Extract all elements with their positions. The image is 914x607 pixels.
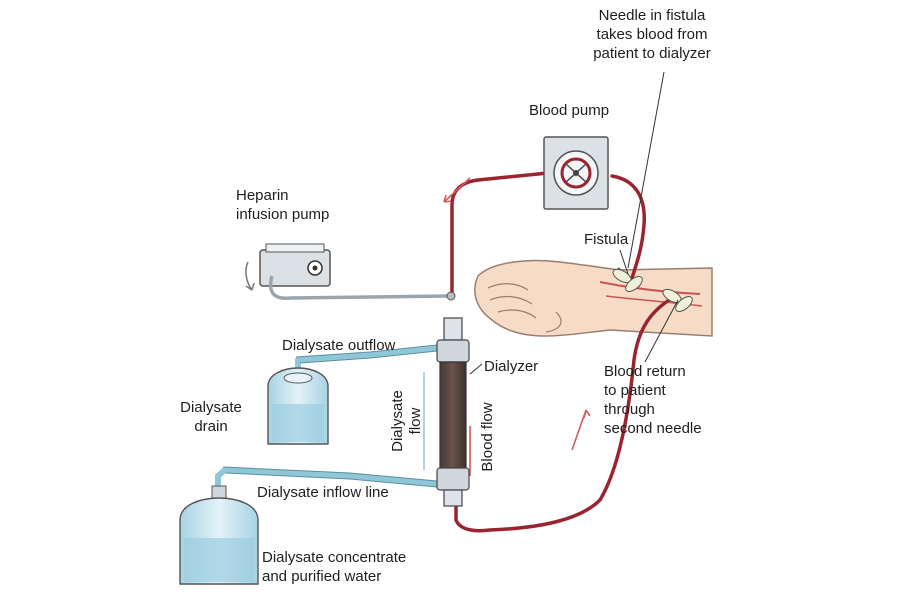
heparin-label-line1: Heparin	[236, 187, 289, 204]
blood-return-label-line4: second needle	[604, 420, 702, 437]
blood-flow-label: Blood flow	[479, 402, 496, 472]
patient-arm	[474, 259, 713, 337]
dialysate-flow-label-line2: flow	[407, 407, 424, 435]
needles	[612, 267, 693, 312]
heparin-label-line2: infusion pump	[236, 206, 330, 223]
needle-label-line2: takes blood from	[596, 26, 708, 43]
needle-label-line3: patient to dialyzer	[593, 45, 711, 62]
dialysate-drain-label-line2: drain	[194, 418, 228, 435]
blood-pump	[543, 136, 609, 210]
dialyzer-label: Dialyzer	[484, 358, 539, 375]
blood-return-label-line3: through	[604, 401, 655, 418]
dialysate-concentrate-tank	[179, 485, 259, 585]
concentrate-label-line2: and purified water	[262, 568, 382, 585]
heparin-pump	[245, 243, 456, 301]
dialysate-flow-label-line1: Dialysate	[389, 390, 406, 452]
needle-label-line1: Needle in fistula	[598, 7, 706, 24]
dialyzer	[423, 317, 470, 507]
blood-return-label-line1: Blood return	[604, 363, 686, 380]
dialysate-drain-label-line1: Dialysate	[180, 399, 242, 416]
blood-flow-arrows	[443, 177, 591, 476]
dialysate-inflow-label: Dialysate inflow line	[257, 484, 389, 501]
fistula-label: Fistula	[584, 231, 629, 248]
dialysate-line-outline	[222, 344, 438, 488]
dialysate-outflow-label: Dialysate outflow	[282, 337, 396, 354]
blood-pump-label: Blood pump	[529, 102, 610, 119]
blood-return-label-line2: to patient	[604, 382, 666, 399]
concentrate-label-line1: Dialysate concentrate	[262, 549, 407, 566]
dialysate-drain-tank	[267, 367, 329, 445]
leader-lines	[469, 71, 679, 375]
